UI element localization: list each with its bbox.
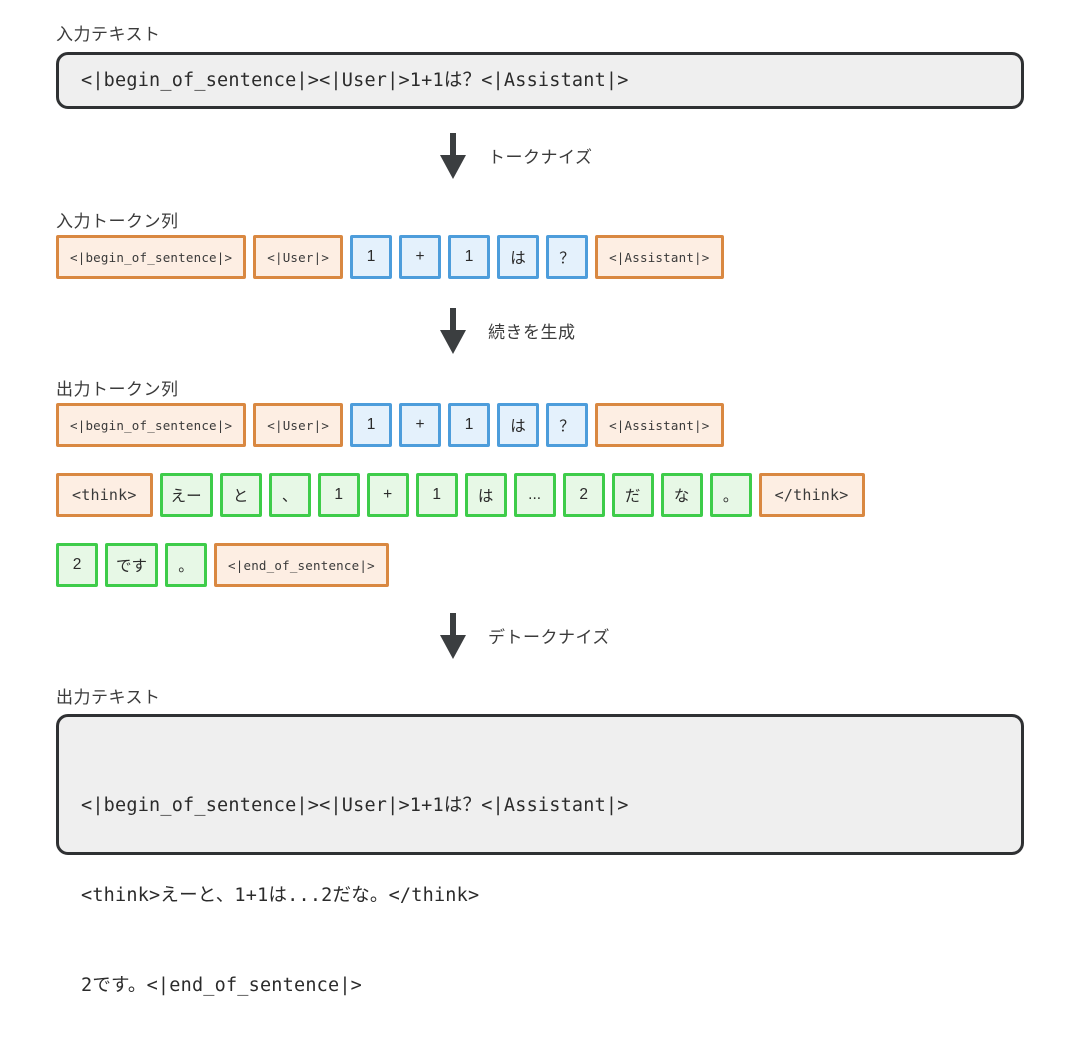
diagram-canvas: 入力テキスト <|begin_of_sentence|><|User|>1+1は…: [56, 25, 1024, 996]
token-chip: <|User|>: [253, 235, 344, 279]
token-chip: 。: [165, 543, 208, 587]
down-arrow-icon: [440, 133, 466, 179]
token-chip: <|Assistant|>: [595, 403, 724, 447]
input-text-box: <|begin_of_sentence|><|User|>1+1は？<|Assi…: [56, 52, 1024, 109]
output-text-line-3: 2です。<|end_of_sentence|>: [81, 974, 363, 996]
output-text-line-1: <|begin_of_sentence|><|User|>1+1は？<|Assi…: [81, 794, 629, 816]
token-chip: <|User|>: [253, 403, 344, 447]
token-chip: <|end_of_sentence|>: [214, 543, 389, 587]
token-chip: +: [399, 403, 442, 447]
token-chip: は: [497, 235, 540, 279]
token-chip: 、: [268, 473, 311, 517]
token-chip: +: [399, 235, 442, 279]
arrow-tokenize-label: トークナイズ: [488, 147, 593, 167]
token-chip: と: [219, 473, 262, 517]
input-tokens-caption: 入力トークン列: [56, 212, 179, 231]
token-chip: 1: [448, 235, 491, 279]
arrow-tokenize-group: トークナイズ: [440, 133, 593, 179]
token-chip: 。: [709, 473, 752, 517]
token-chip: </think>: [758, 473, 865, 517]
token-chip: 1: [350, 403, 393, 447]
token-chip: <|begin_of_sentence|>: [56, 235, 247, 279]
token-chip: えー: [159, 473, 213, 517]
token-chip: <|begin_of_sentence|>: [56, 403, 247, 447]
arrow-detokenize-group: デトークナイズ: [440, 613, 610, 659]
input-text-caption: 入力テキスト: [56, 25, 161, 44]
arrow-detokenize-label: デトークナイズ: [488, 627, 610, 647]
token-chip: な: [660, 473, 703, 517]
token-chip: 1: [448, 403, 491, 447]
token-chip: は: [464, 473, 507, 517]
down-arrow-icon: [440, 308, 466, 354]
token-chip: 1: [317, 473, 360, 517]
token-chip: +: [366, 473, 409, 517]
token-chip: 1: [350, 235, 393, 279]
token-chip: は: [497, 403, 540, 447]
token-chip: 1: [415, 473, 458, 517]
arrow-generate-label: 続きを生成: [488, 322, 576, 342]
token-chip: です: [105, 543, 159, 587]
down-arrow-icon: [440, 613, 466, 659]
output-text-box: <|begin_of_sentence|><|User|>1+1は？<|Assi…: [56, 714, 1024, 996]
token-chip: ？: [546, 235, 589, 279]
token-chip: 2: [562, 473, 605, 517]
token-chip: 2: [56, 543, 98, 587]
output-text-caption: 出力テキスト: [56, 688, 161, 707]
output-text-line-2: <think>えーと、1+1は...2だな。</think>: [81, 884, 480, 906]
token-chip: ？: [546, 403, 589, 447]
input-text-line-1: <|begin_of_sentence|><|User|>1+1は？<|Assi…: [81, 69, 629, 91]
token-chip: ...: [513, 473, 556, 517]
output-tokens-caption: 出力トークン列: [56, 380, 179, 399]
token-chip: だ: [611, 473, 654, 517]
arrow-generate-group: 続きを生成: [440, 308, 576, 354]
token-chip: <think>: [56, 473, 153, 517]
token-chip: <|Assistant|>: [595, 235, 724, 279]
